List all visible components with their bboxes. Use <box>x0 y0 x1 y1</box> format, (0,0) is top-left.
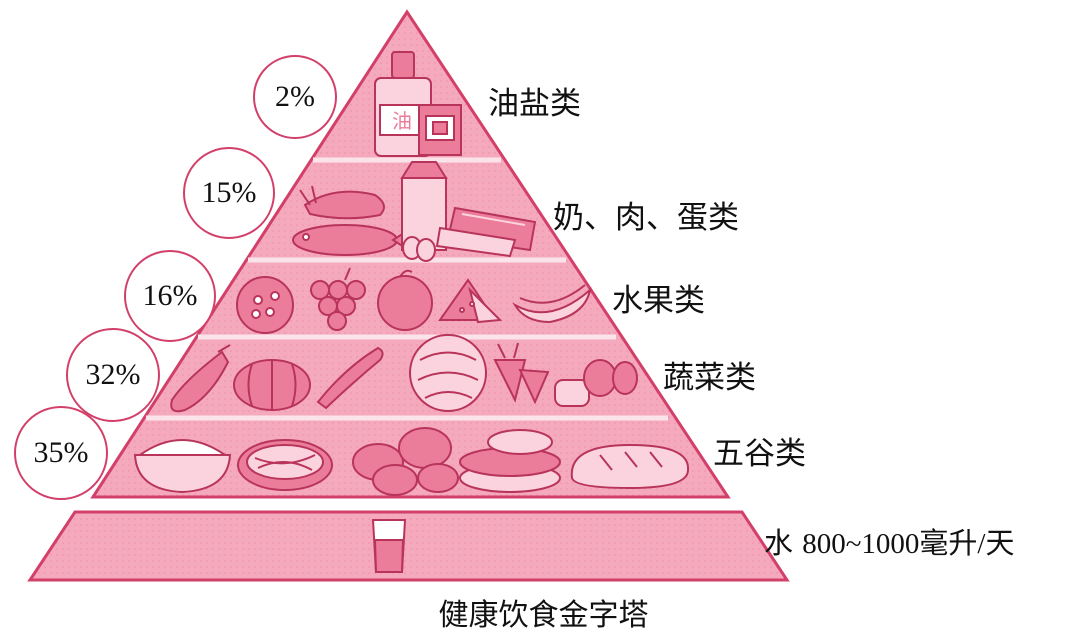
pumpkin-icon <box>233 359 311 411</box>
peppers-icon <box>554 359 638 407</box>
percent-circle-fruit: 16% <box>124 250 216 342</box>
diagram-title: 健康饮食金字塔 <box>438 598 649 633</box>
salt-box-icon <box>418 104 462 156</box>
tier-label-grain: 五谷类 <box>713 436 806 472</box>
tier-label-oil-salt: 油盐类 <box>488 86 581 122</box>
cabbage-icon <box>409 334 487 412</box>
eggplant-icon <box>170 344 231 413</box>
bread-icon <box>570 443 690 490</box>
pancakes-icon <box>459 429 561 493</box>
percent-circle-dairy-meat: 15% <box>183 147 275 239</box>
bananas-icon <box>512 284 592 324</box>
percent-circle-vegetable: 32% <box>66 328 160 422</box>
svg-text:油: 油 <box>392 109 412 133</box>
percent-circle-grain: 35% <box>14 406 108 500</box>
tier-label-fruit: 水果类 <box>612 283 705 319</box>
watermelon-icon <box>438 278 503 324</box>
tier-grain-foods <box>133 427 690 496</box>
oil-bottle-icon: 油 <box>374 51 432 157</box>
shrimp-icon <box>299 185 385 220</box>
potatoes-icon <box>352 427 459 496</box>
tier-label-vegetable: 蔬菜类 <box>663 360 756 396</box>
tier-dairy-meat-foods <box>292 161 537 262</box>
pomegranate-icon <box>236 276 294 334</box>
meat-slices-icon <box>435 206 537 258</box>
noodle-bowl-icon <box>237 439 333 491</box>
water-amount: 800~1000毫升/天 <box>802 528 1015 560</box>
water-label: 水 800~1000毫升/天 <box>764 520 1014 562</box>
tier-label-dairy-meat: 奶、肉、蛋类 <box>553 200 739 236</box>
water-label-name: 水 <box>764 526 794 560</box>
grapes-icon <box>310 267 366 331</box>
tier-vegetable-foods <box>170 334 638 413</box>
tier-dividers <box>146 157 668 421</box>
tier-oil-salt-foods: 油 <box>374 51 462 157</box>
rice-bowl-icon <box>133 439 232 494</box>
tier-fruit-foods <box>236 267 592 334</box>
cucumber-icon <box>316 346 384 410</box>
water-glass-icon <box>371 519 407 573</box>
orange-icon <box>377 269 433 331</box>
water-base <box>27 510 790 582</box>
percent-circle-oil-salt: 2% <box>253 55 337 139</box>
carrots-icon <box>493 342 550 405</box>
eggs-icon <box>402 236 436 262</box>
